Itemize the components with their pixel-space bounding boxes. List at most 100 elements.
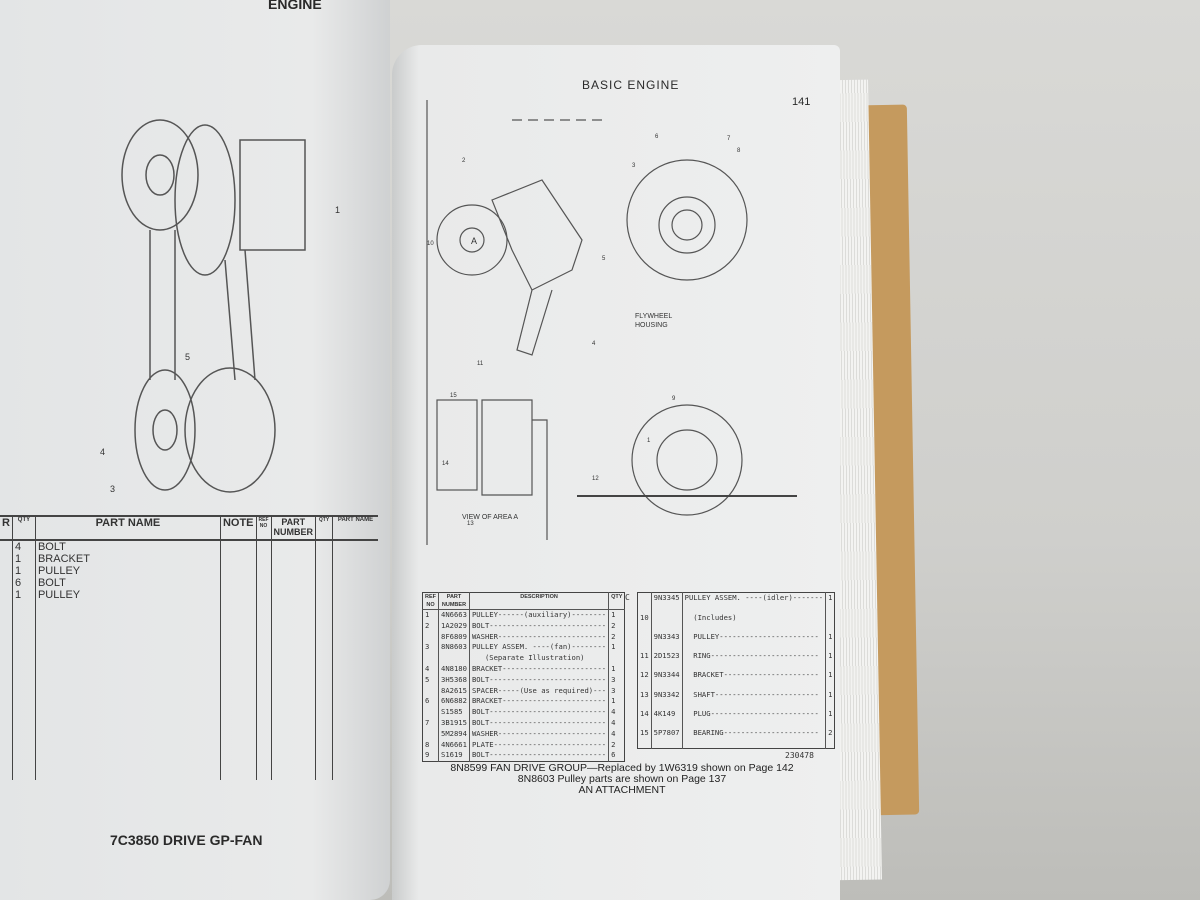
page-header: BASIC ENGINE <box>582 78 680 92</box>
cell-part: 1A2029 <box>438 620 470 632</box>
cell-desc: (Includes) <box>681 612 826 632</box>
cell-qty: 1 <box>825 592 835 613</box>
cell-qty: 6 <box>608 750 625 762</box>
cell-ref <box>638 632 652 651</box>
svg-text:9: 9 <box>672 396 676 402</box>
cell-ref <box>638 593 652 613</box>
cell-part: S1619 <box>438 750 470 762</box>
flywheel-label: FLYWHEEL <box>635 313 672 320</box>
fan-drive-diagram: A FLYWHEEL HOUSING VIEW OF AREA A 123456… <box>426 100 748 545</box>
col-part-name2: PART NAME <box>332 516 378 541</box>
cell-desc: PULLEY------(auxiliary)-------- <box>468 609 609 621</box>
col-qty: QTY <box>11 516 36 541</box>
row-name: BOLT <box>37 541 66 553</box>
svg-text:1: 1 <box>647 438 651 444</box>
cell-desc: BRACKET------------------------ <box>468 696 609 708</box>
svg-text:6: 6 <box>655 134 659 140</box>
col-part-number: PART NUMBER <box>270 516 316 541</box>
cell-part: 8N8603 <box>438 642 470 654</box>
cell-part: 3B1915 <box>438 717 470 729</box>
cell-qty <box>608 653 625 664</box>
cell-desc: (Separate Illustration) <box>468 653 609 664</box>
cell-ref <box>423 653 439 664</box>
cell-qty: 2 <box>608 739 625 751</box>
cell-desc: BOLT--------------------------- <box>468 750 609 762</box>
cell-ref: 2 <box>425 620 430 630</box>
cell-part: 2D1523 <box>650 651 683 671</box>
col-qty2: QTY <box>315 516 333 541</box>
callout: 5 <box>185 352 190 362</box>
cell-qty: 4 <box>608 728 625 740</box>
cell-ref: 6 <box>425 696 430 706</box>
cell-part: 3H5368 <box>438 674 470 686</box>
cell-desc: PLATE-------------------------- <box>468 739 609 751</box>
cell-qty: 1 <box>825 651 835 671</box>
cell-ref: 8 <box>425 739 430 749</box>
left-header: ENGINE <box>268 0 322 12</box>
cell-ref: 12 <box>640 670 649 680</box>
cell-part: 5M2894 <box>438 728 470 740</box>
cell-part: 9N3344 <box>650 670 683 690</box>
table-row: 9N3343 PULLEY-----------------------1 <box>638 631 835 652</box>
cell-qty: 1 <box>608 609 625 621</box>
table2-marker: C <box>625 593 630 602</box>
cell-desc: PULLEY----------------------- <box>681 631 826 652</box>
cell-desc: PULLEY ASSEM. ----(idler)------- <box>681 592 826 613</box>
svg-text:15: 15 <box>450 393 457 399</box>
cell-part: 9N3345 <box>650 592 683 613</box>
cell-part <box>438 653 470 664</box>
right-page: BASIC ENGINE 141 A FLYWHEEL HOUSING VIEW… <box>392 45 840 900</box>
cell-desc: PLUG------------------------- <box>681 708 826 729</box>
callout: 4 <box>100 447 105 457</box>
cell-part: 6N6882 <box>438 696 470 708</box>
cell-qty: 3 <box>608 685 625 697</box>
figure-caption: 8N8599 FAN DRIVE GROUP—Replaced by 1W631… <box>450 762 794 796</box>
col-ref: R <box>0 516 13 541</box>
cell-qty: 1 <box>825 631 835 652</box>
cell-ref: 9 <box>425 750 430 760</box>
svg-text:5: 5 <box>602 256 606 262</box>
cell-part: 8A2615 <box>438 685 470 697</box>
svg-text:10: 10 <box>427 241 434 247</box>
cell-desc: WASHER------------------------- <box>468 728 609 740</box>
cell-part: 4K149 <box>650 708 683 729</box>
cell-qty: 2 <box>825 728 835 749</box>
cell-qty: 1 <box>608 663 625 675</box>
cell-ref <box>423 632 439 643</box>
cell-part: 4N6663 <box>438 609 470 621</box>
section-divider <box>577 495 797 497</box>
cell-part: S1585 <box>438 707 470 718</box>
cell-ref: 11 <box>640 651 649 661</box>
svg-text:4: 4 <box>592 341 596 347</box>
cell-qty: 1 <box>825 689 835 709</box>
svg-text:7: 7 <box>727 136 731 142</box>
cell-ref: 10 <box>640 612 649 622</box>
cell-qty <box>825 612 835 632</box>
cell-desc: RING------------------------- <box>681 651 826 671</box>
cell-part <box>650 612 683 632</box>
col-part-name: PART NAME <box>34 516 221 541</box>
cell-part: 4N6661 <box>438 739 470 751</box>
svg-text:8: 8 <box>737 148 741 154</box>
svg-text:14: 14 <box>442 461 449 467</box>
cell-desc: BRACKET---------------------- <box>681 670 826 690</box>
cell-ref: 5 <box>425 674 430 684</box>
cell-ref <box>423 729 439 740</box>
svg-text:13: 13 <box>467 521 474 527</box>
cell-ref: 14 <box>640 708 649 718</box>
